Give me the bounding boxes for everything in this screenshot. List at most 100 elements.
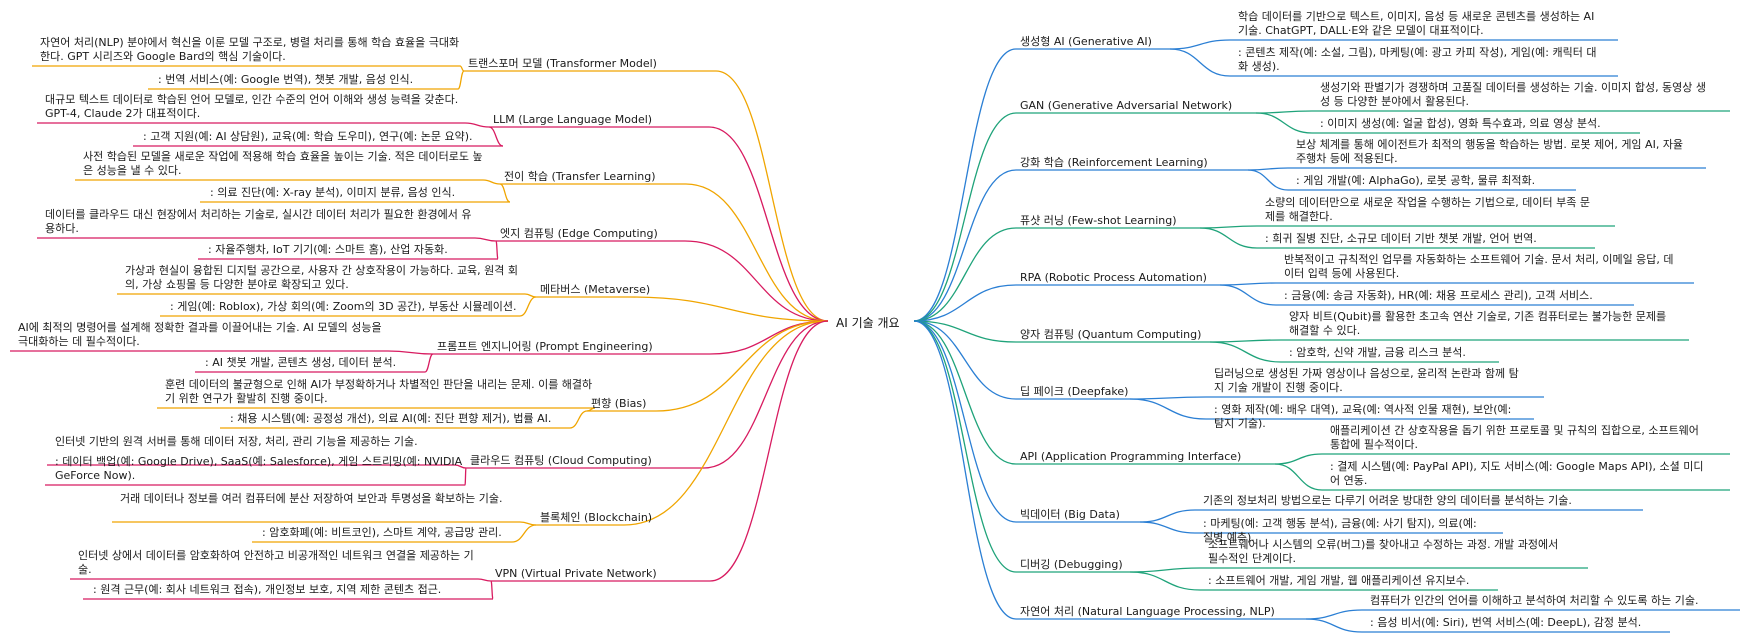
right-branch-connector [913, 227, 1017, 322]
right-topic[interactable]: 자연어 처리 (Natural Language Processing, NLP… [1020, 605, 1275, 618]
left-desc: 가상과 현실이 융합된 디지털 공간으로, 사용자 간 상호작용이 가능하다. … [125, 264, 519, 291]
right-branch-connector [913, 320, 1017, 465]
left-example: : 원격 근무(예: 회사 네트워크 접속), 개인정보 보호, 지역 제한 콘… [93, 583, 442, 596]
right-example: : 소프트웨어 개발, 게임 개발, 웹 애플리케이션 유지보수. [1208, 574, 1470, 587]
example-connector [1247, 169, 1289, 191]
desc-connector [524, 293, 537, 298]
right-desc: 컴퓨터가 인간의 언어를 이해하고 분석하여 처리할 수 있도록 하는 기술. [1370, 594, 1699, 607]
right-topic[interactable]: 강화 학습 (Reinforcement Learning) [1020, 156, 1208, 169]
desc-connector [387, 350, 434, 355]
desc-connector [1139, 509, 1196, 523]
right-branch-connector [913, 320, 1017, 620]
example-connector [511, 524, 537, 543]
right-topic[interactable]: 디버깅 (Debugging) [1020, 558, 1123, 571]
left-topic[interactable]: 클라우드 컴퓨팅 (Cloud Computing) [470, 454, 652, 467]
left-branch-connector [708, 126, 829, 322]
left-topic[interactable]: 전이 학습 (Transfer Learning) [504, 170, 656, 183]
right-topic[interactable]: 퓨샷 러닝 (Few-shot Learning) [1020, 214, 1177, 227]
right-topic[interactable]: 빅데이터 (Big Data) [1020, 508, 1120, 521]
desc-connector [477, 578, 492, 582]
left-example: : 자율주행차, IoT 기기(예: 스마트 홈), 산업 자동화. [208, 243, 448, 256]
left-topic[interactable]: 편향 (Bias) [591, 397, 647, 410]
desc-connector [1255, 110, 1313, 114]
left-topic[interactable]: 블록체인 (Blockchain) [540, 511, 653, 524]
example-connector [569, 410, 588, 429]
right-topic[interactable]: 생성형 AI (Generative AI) [1020, 35, 1152, 48]
right-example: : 영화 제작(예: 배우 대역), 교육(예: 역사적 인물 재현), 보안(… [1214, 403, 1512, 430]
right-topic[interactable]: RPA (Robotic Process Automation) [1020, 271, 1207, 284]
example-connector [1219, 284, 1277, 306]
right-desc: 생성기와 판별기가 경쟁하며 고품질 데이터를 생성하는 기술. 이미지 합성,… [1320, 81, 1707, 108]
example-connector [1305, 618, 1363, 633]
left-example: : 데이터 백업(예: Google Drive), SaaS(예: Sales… [55, 455, 463, 482]
right-branch-connector [913, 112, 1017, 322]
left-example: : 고객 지원(예: AI 상담원), 교육(예: 학습 도우미), 연구(예:… [143, 130, 473, 143]
left-branch-connector [709, 320, 829, 582]
right-desc: 기존의 정보처리 방법으로는 다루기 어려운 방대한 양의 데이터를 분석하는 … [1203, 494, 1572, 507]
right-topic[interactable]: 딥 페이크 (Deepfake) [1020, 385, 1129, 398]
right-topic[interactable]: API (Application Programming Interface) [1020, 450, 1242, 463]
left-desc: AI에 최적의 명령어를 설계해 정확한 결과를 이끌어내는 기술. AI 모델… [18, 321, 382, 348]
left-topic[interactable]: 트랜스포머 모델 (Transformer Model) [468, 57, 657, 70]
left-example: : 번역 서비스(예: Google 번역), 챗봇 개발, 음성 인식. [158, 73, 414, 86]
right-branch-connector [913, 48, 1017, 322]
right-desc: 학습 데이터를 기반으로 텍스트, 이미지, 음성 등 새로운 콘텐츠를 생성하… [1238, 10, 1595, 37]
example-connector [1169, 48, 1231, 77]
desc-connector [482, 179, 501, 185]
left-desc: 인터넷 상에서 데이터를 암호화하여 안전하고 비공개적인 네트워크 연결을 제… [78, 549, 474, 576]
desc-connector [1305, 609, 1363, 620]
right-example: : 이미지 생성(예: 얼굴 합성), 영화 특수효과, 의료 영상 분석. [1320, 117, 1601, 130]
right-example: : 음성 비서(예: Siri), 번역 서비스(예: DeepL), 감정 분… [1370, 616, 1642, 629]
example-connector [1209, 341, 1282, 363]
right-branch-connector [913, 320, 1017, 573]
left-desc: 훈련 데이터의 불균형으로 인해 AI가 부정확하거나 차별적인 판단을 내리는… [165, 378, 593, 405]
desc-connector [1247, 167, 1289, 171]
example-connector [464, 467, 467, 486]
desc-connector [1199, 225, 1258, 229]
left-branch-connector [684, 240, 829, 322]
left-topic[interactable]: VPN (Virtual Private Network) [495, 567, 657, 580]
right-desc: 소프트웨어나 시스템의 오류(버그)를 찾아내고 수정하는 과정. 개발 과정에… [1208, 538, 1559, 565]
left-branch-connector [685, 183, 829, 322]
right-topic[interactable]: GAN (Generative Adversarial Network) [1020, 99, 1233, 112]
left-desc: 거래 데이터나 정보를 여러 컴퓨터에 분산 저장하여 보안과 투명성을 확보하… [120, 492, 503, 505]
left-topic[interactable]: 메타버스 (Metaverse) [540, 283, 651, 296]
left-topic[interactable]: 프롬프트 엔지니어링 (Prompt Engineering) [437, 340, 653, 353]
left-branch-connector [628, 296, 829, 322]
desc-connector [1274, 453, 1323, 465]
left-example: : 채용 시스템(예: 공정성 개선), 의료 AI(예: 진단 편향 제거),… [230, 412, 552, 425]
root-topic[interactable]: AI 기술 개요 [836, 316, 900, 330]
left-example: : AI 챗봇 개발, 콘텐츠 생성, 데이터 분석. [205, 356, 397, 369]
right-branch-connector [913, 320, 1017, 343]
right-branch-connector [913, 284, 1017, 322]
example-connector [1139, 521, 1196, 534]
right-desc: 딥러닝으로 생성된 가짜 영상이나 음성으로, 윤리적 논란과 함께 탐지 기술… [1214, 367, 1519, 394]
left-desc: 대규모 텍스트 데이터로 학습된 언어 모델로, 인간 수준의 언어 이해와 생… [45, 93, 459, 120]
left-topic[interactable]: 엣지 컴퓨팅 (Edge Computing) [500, 227, 658, 240]
desc-connector [519, 521, 537, 526]
right-example: : 결제 시스템(예: PayPal API), 지도 서비스(예: Googl… [1330, 460, 1704, 487]
right-branch-connector [913, 169, 1017, 322]
right-example: : 암호학, 신약 개발, 금융 리스크 분석. [1289, 346, 1466, 359]
left-desc: 데이터를 클라우드 대신 현장에서 처리하는 기술로, 실시간 데이터 처리가 … [45, 208, 472, 235]
right-desc: 소량의 데이터만으로 새로운 작업을 수행하는 기법으로, 데이터 부족 문제를… [1265, 196, 1590, 223]
left-branch-connector [703, 320, 829, 469]
example-connector [457, 70, 465, 90]
example-connector [1199, 227, 1258, 249]
left-example: : 의료 진단(예: X-ray 분석), 이미지 분류, 음성 인식. [210, 186, 456, 199]
right-topic[interactable]: 양자 컴퓨팅 (Quantum Computing) [1020, 328, 1202, 341]
right-branch-connector [913, 320, 1017, 523]
desc-connector [454, 464, 467, 469]
right-branch-connector [913, 320, 1017, 400]
example-connector [1129, 571, 1201, 591]
left-branch-connector [623, 320, 829, 526]
left-topic[interactable]: LLM (Large Language Model) [493, 113, 653, 126]
desc-connector [464, 122, 490, 128]
right-desc: 보상 체계를 통해 에이전트가 최적의 행동을 학습하는 방법. 로봇 제어, … [1296, 138, 1684, 165]
example-connector [519, 296, 537, 317]
left-branch-connector [715, 70, 829, 322]
desc-connector [474, 237, 497, 242]
left-desc: 인터넷 기반의 원격 서버를 통해 데이터 저장, 처리, 관리 기능을 제공하… [55, 435, 418, 448]
left-example: : 암호화폐(예: 비트코인), 스마트 계약, 공급망 관리. [262, 526, 502, 539]
